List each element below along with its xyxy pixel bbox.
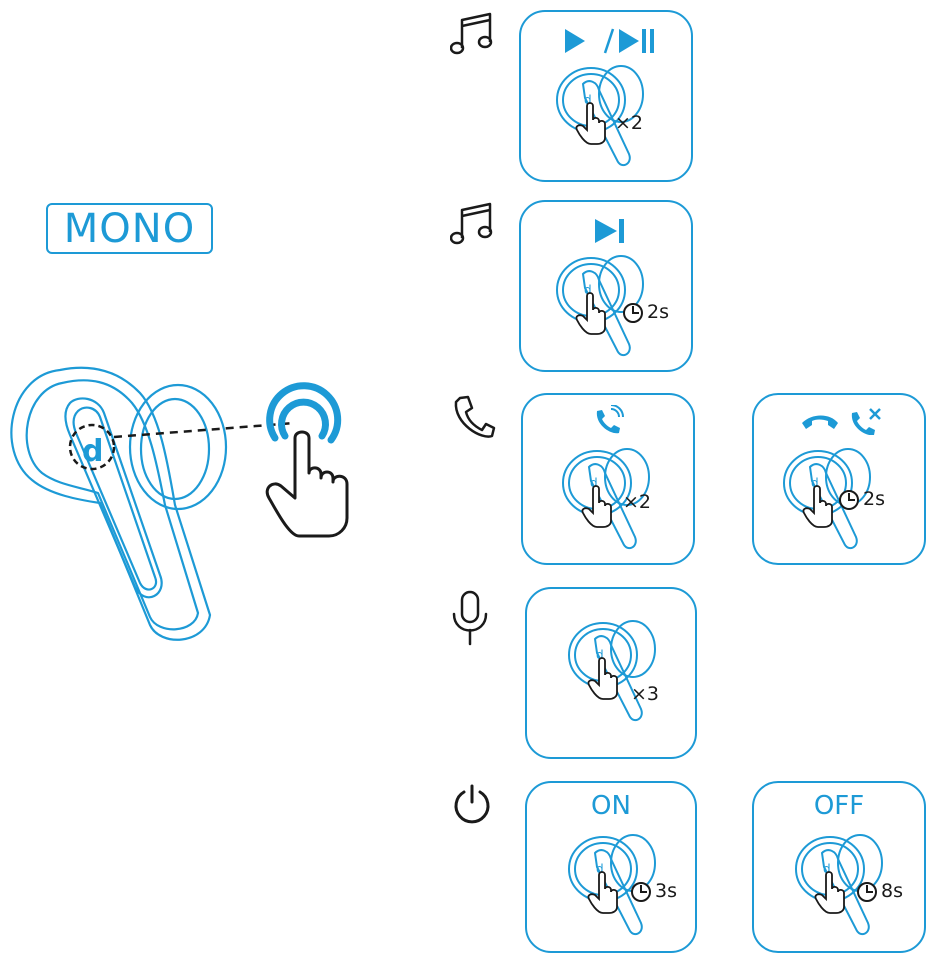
earbud-tap-icon: d	[568, 620, 656, 722]
play-pause-card: d ×2	[519, 10, 693, 182]
microphone-icon	[452, 590, 488, 646]
tap-count-label: ×2	[615, 112, 644, 134]
power-off-title: OFF	[813, 791, 865, 821]
svg-text:d: d	[596, 648, 604, 662]
music-note-icon	[450, 202, 493, 245]
earbud-hold-icon: d	[556, 255, 644, 357]
hold-duration-label: 8s	[881, 880, 903, 902]
svg-text:d: d	[590, 476, 598, 490]
earbud-tap-icon: d	[556, 65, 644, 167]
power-off-card: OFF d 8s	[752, 781, 926, 953]
mono-label: MONO	[46, 203, 213, 254]
answer-call-icon	[596, 405, 624, 434]
svg-text:d: d	[596, 862, 604, 876]
voice-assistant-card: d ×3	[525, 587, 697, 759]
power-on-card: ON d 3s	[525, 781, 697, 953]
hang-up-reject-icon	[802, 408, 881, 435]
svg-text:d: d	[584, 93, 592, 107]
power-icon	[454, 784, 490, 824]
earbud-hold-icon: d	[795, 834, 883, 936]
hold-duration-label: 2s	[863, 488, 885, 510]
answer-call-card: d ×2	[521, 393, 695, 565]
next-track-icon	[595, 219, 624, 243]
svg-text:d: d	[82, 434, 103, 469]
earbud-tap-icon: d	[562, 448, 650, 550]
power-on-title: ON	[591, 791, 631, 821]
earbud-hold-icon: d	[568, 834, 656, 936]
hold-duration-label: 3s	[655, 880, 677, 902]
tap-count-label: ×3	[631, 683, 660, 705]
clock-icon	[839, 490, 859, 510]
svg-text:d: d	[584, 283, 592, 297]
music-note-icon	[450, 12, 493, 55]
clock-icon	[623, 303, 643, 323]
clock-icon	[631, 882, 651, 902]
earbud-hold-icon: d	[783, 448, 871, 550]
svg-text:d: d	[811, 476, 819, 490]
clock-icon	[857, 882, 877, 902]
earbud-illustration: d	[10, 366, 296, 641]
svg-text:d: d	[823, 862, 831, 876]
phone-icon	[454, 395, 496, 438]
tap-count-label: ×2	[623, 491, 652, 513]
hold-duration-label: 2s	[647, 301, 669, 323]
next-track-card: d 2s	[519, 200, 693, 372]
tap-gesture-icon	[265, 382, 349, 538]
play-pause-icon	[565, 28, 654, 54]
end-call-card: d 2s	[752, 393, 926, 565]
